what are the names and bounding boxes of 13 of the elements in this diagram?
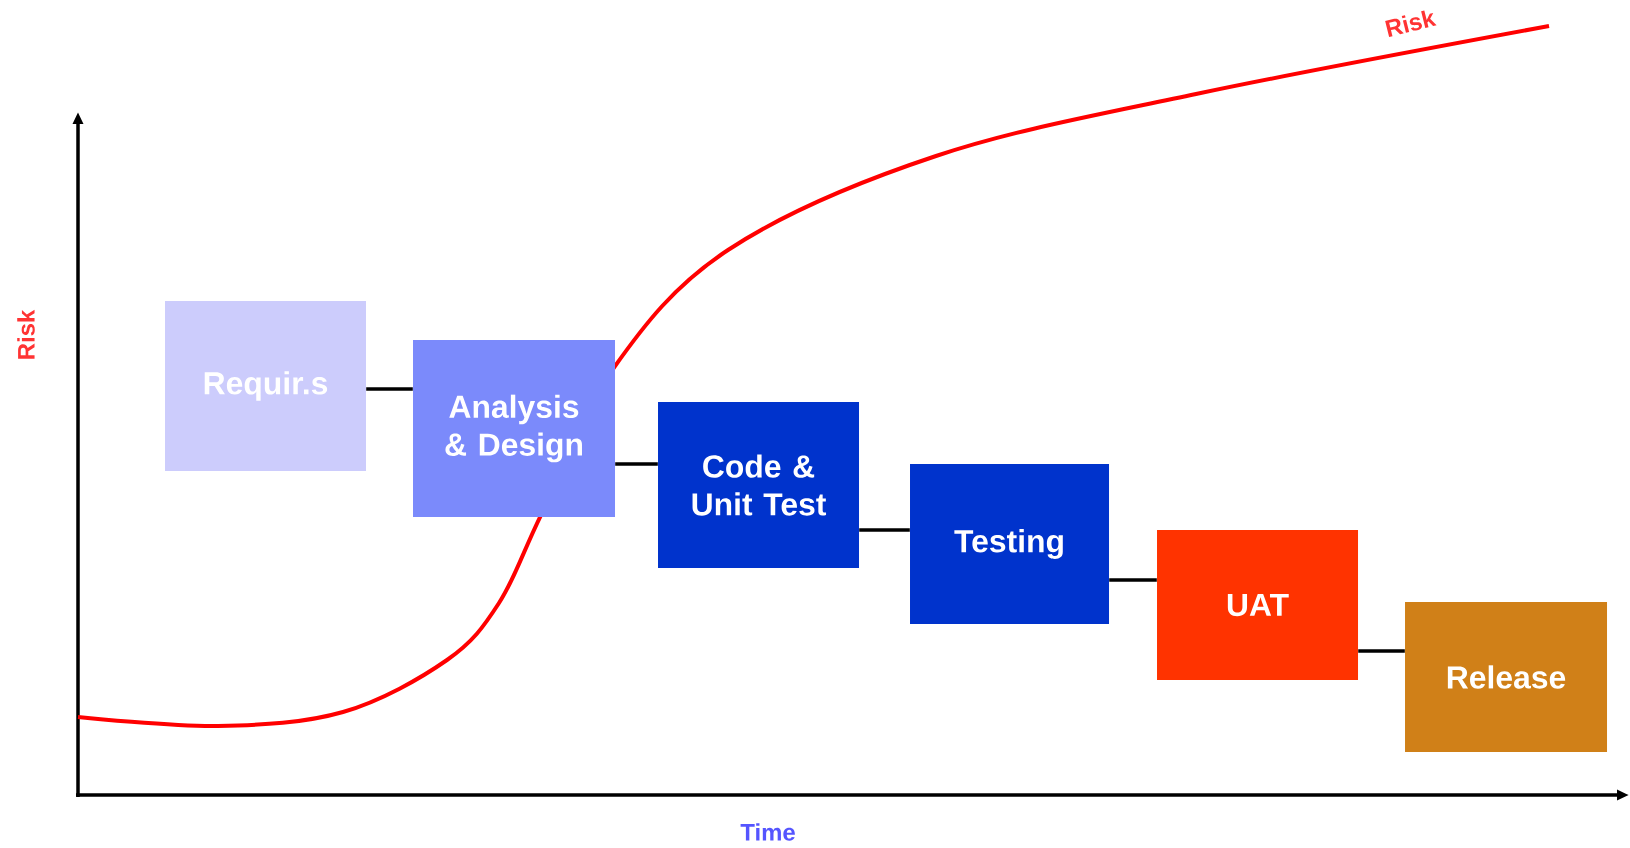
axis-label: Risk: [17, 309, 35, 359]
axis-label: Risk: [1385, 10, 1437, 37]
connector-line: [366, 387, 413, 391]
process-box: Code & Unit Test: [658, 402, 859, 568]
process-box: Testing: [910, 464, 1109, 624]
process-box: UAT: [1157, 530, 1358, 680]
connector-line: [859, 528, 910, 532]
process-box: Release: [1405, 602, 1607, 752]
connector-line: [1358, 649, 1405, 653]
connector-line: [615, 462, 658, 466]
axis-label: Time: [740, 823, 795, 841]
process-box: Analysis & Design: [413, 340, 615, 517]
connector-line: [1109, 578, 1157, 582]
